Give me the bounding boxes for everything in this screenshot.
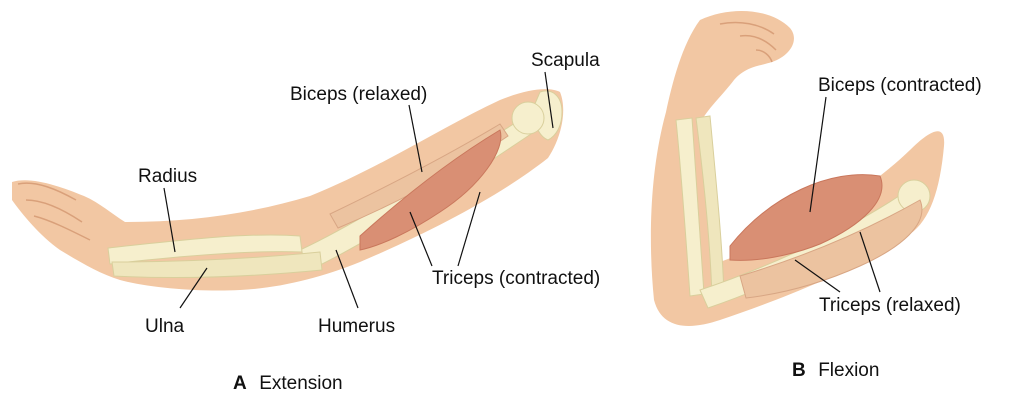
caption-b: B Flexion [792, 360, 879, 381]
label-triceps-relaxed: Triceps (relaxed) [819, 295, 961, 316]
label-triceps-contracted: Triceps (contracted) [432, 268, 600, 289]
caption-a-letter: A [233, 373, 247, 394]
label-radius: Radius [138, 166, 197, 187]
label-ulna: Ulna [145, 316, 185, 337]
label-humerus: Humerus [318, 316, 395, 337]
caption-b-letter: B [792, 360, 806, 381]
label-scapula: Scapula [531, 50, 600, 71]
caption-a: A Extension [233, 373, 343, 394]
caption-b-text: Flexion [818, 360, 879, 381]
panel-b-flexion: Biceps (contracted) Triceps (relaxed) B … [651, 11, 982, 381]
caption-a-text: Extension [259, 373, 342, 394]
label-biceps-contracted: Biceps (contracted) [818, 75, 982, 96]
humerus-a-head [512, 102, 544, 134]
label-biceps-relaxed: Biceps (relaxed) [290, 84, 427, 105]
panel-a-extension: Scapula Biceps (relaxed) Radius Triceps … [12, 50, 600, 394]
